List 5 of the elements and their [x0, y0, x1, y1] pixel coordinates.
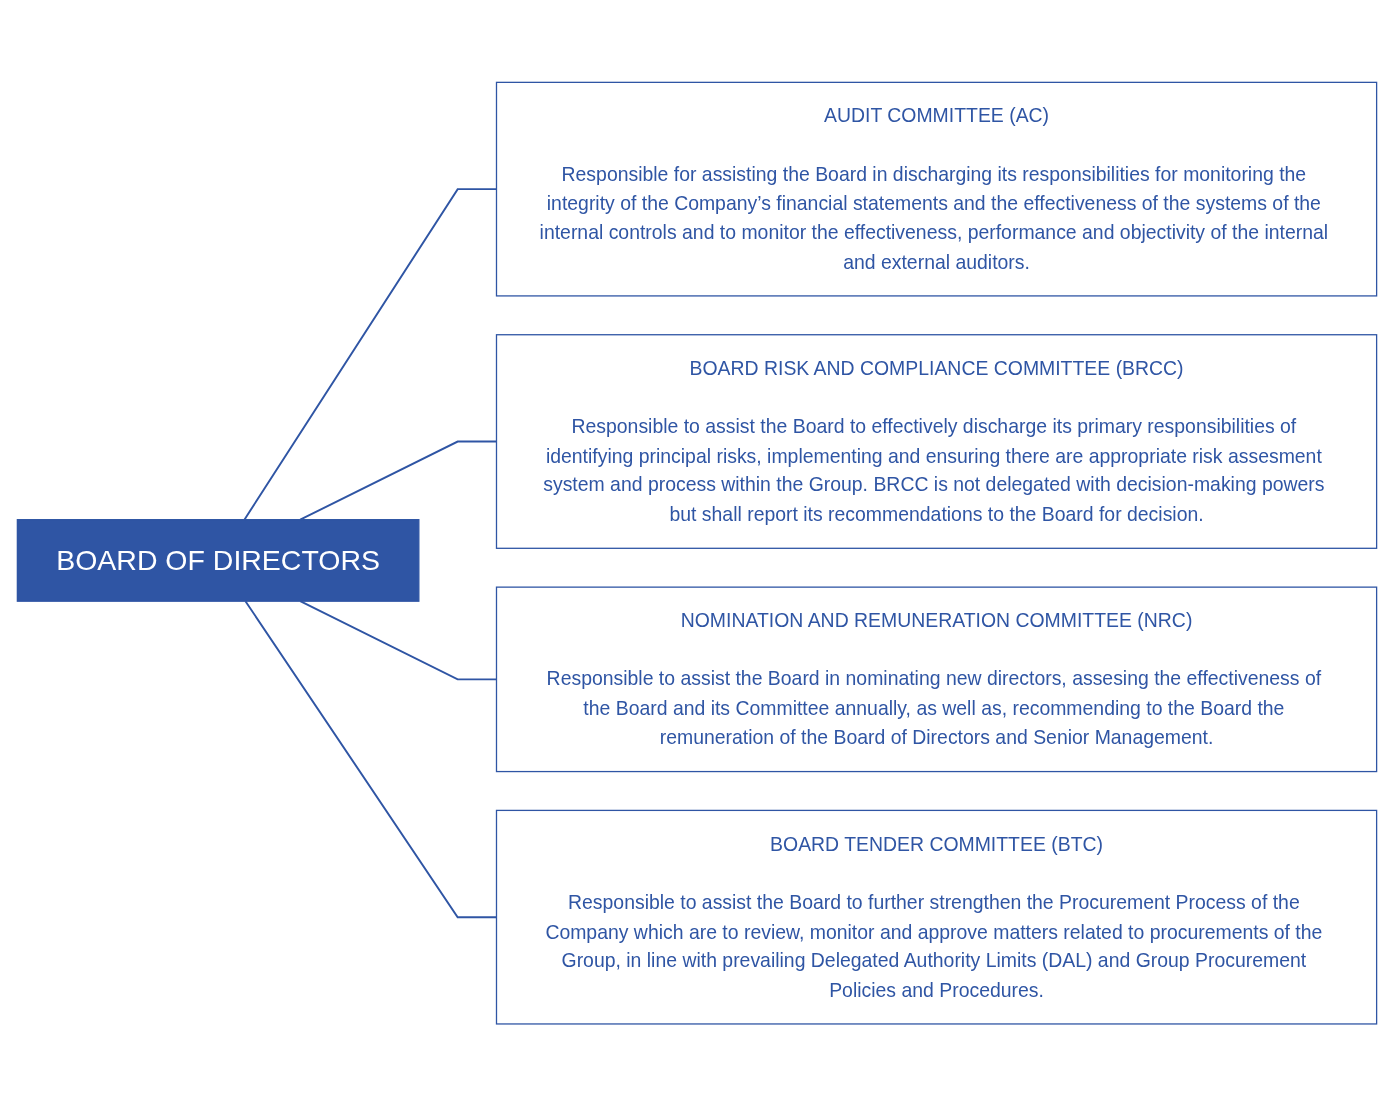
- node-box: BOARD OF DIRECTORS: [16, 518, 420, 602]
- node-box: BOARD TENDER COMMITTEE (BTC) Responsible to assist the Board to further strengthen the Procurement Process of the Company which are to review, monitor and approve matters related to procurements of the Group, in line with prevailing Delegated Authority Limits (DAL) and Group Procurement Policies and Procedures.: [495, 809, 1378, 1025]
- node-box: BOARD RISK AND COMPLIANCE COMMITTEE (BRCC) Responsible to assist the Board to effectively discharge its primary responsibilities of identifying principal risks, implementing and ensuring there are appropriate risk assesment system and process within the Group. BRCC is not delegated with decision-making powers but shall report its recommendations to the Board for decision.: [495, 333, 1378, 549]
- node-box: NOMINATION AND REMUNERATION COMMITTEE (NRC) Responsible to assist the Board in nominating new directors, assesing the effectiveness of the Board and its Committee annually, as well as, recommending to the Board the remuneration of the Board of Directors and Senior Management.: [495, 586, 1378, 773]
- node-box: AUDIT COMMITTEE (AC) Responsible for assisting the Board in discharging its responsibilities for monitoring the integrity of the Company’s financial statements and the effectiveness of the systems of the internal controls and to monitor the effectiveness, performance and objectivity of the internal and external auditors.: [495, 81, 1378, 297]
